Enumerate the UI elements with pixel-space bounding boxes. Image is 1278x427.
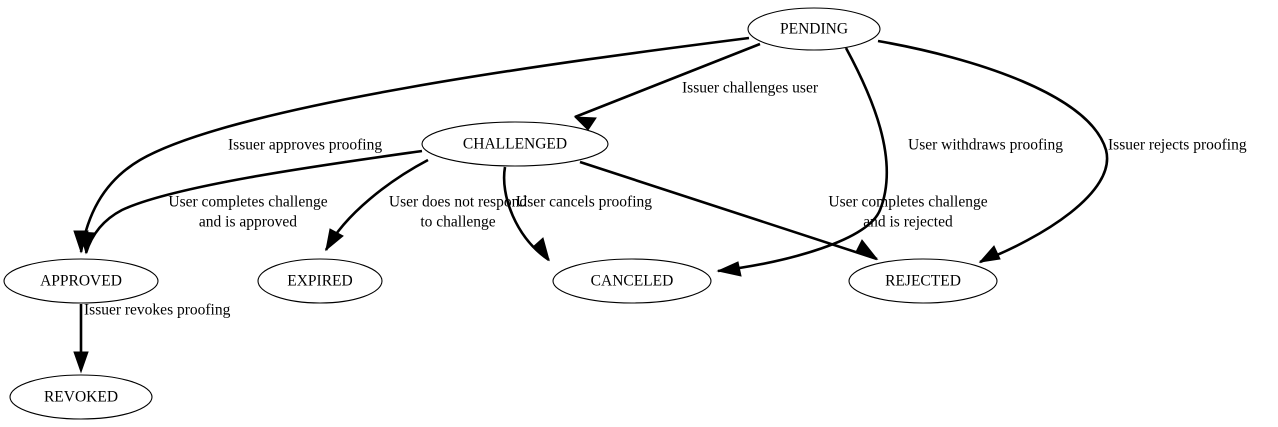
edge-challenged-canceled bbox=[502, 166, 550, 262]
node-canceled[interactable]: CANCELED bbox=[552, 258, 712, 304]
edge-challenged-approved bbox=[79, 149, 423, 255]
arrowhead-icon bbox=[79, 231, 95, 255]
edge-label-text: to challenge bbox=[420, 214, 495, 231]
edge-pending-approved bbox=[73, 36, 750, 254]
edge-pending-rejected bbox=[877, 39, 1109, 264]
edge-label-text: and is approved bbox=[199, 214, 297, 231]
edge-line-challenged-rejected bbox=[579, 160, 878, 261]
edge-label-text: User does not respond bbox=[389, 194, 527, 211]
node-ellipse-canceled[interactable] bbox=[552, 258, 712, 304]
edge-challenged-expired bbox=[324, 158, 429, 252]
edge-label-text: Issuer challenges user bbox=[682, 80, 819, 97]
edge-label-challenged-canceled: User cancels proofing bbox=[516, 194, 652, 211]
edge-label-challenged-approved: User completes challenge and is approved bbox=[168, 194, 327, 231]
node-pending[interactable]: PENDING bbox=[747, 7, 881, 51]
edges-layer bbox=[73, 36, 1109, 374]
edge-label-pending-canceled: User withdraws proofing bbox=[908, 137, 1063, 154]
edge-line-pending-rejected bbox=[877, 39, 1109, 264]
node-label-expired: EXPIRED bbox=[287, 273, 352, 290]
arrowhead-icon bbox=[978, 245, 1001, 263]
node-label-pending: PENDING bbox=[780, 21, 848, 38]
edge-challenged-rejected bbox=[579, 160, 879, 261]
edge-label-approved-revoked: Issuer revokes proofing bbox=[84, 302, 231, 319]
edge-label-pending-approved: Issuer approves proofing bbox=[228, 137, 382, 154]
arrowhead-icon bbox=[716, 261, 742, 277]
node-label-canceled: CANCELED bbox=[591, 273, 674, 290]
node-expired[interactable]: EXPIRED bbox=[257, 258, 383, 304]
nodes-layer: PENDING CHALLENGED APPROVED EXPIRED CANCELED… bbox=[3, 7, 998, 420]
node-label-challenged: CHALLENGED bbox=[463, 136, 567, 153]
node-approved[interactable]: APPROVED bbox=[3, 258, 159, 304]
node-label-approved: APPROVED bbox=[40, 273, 122, 290]
edge-label-text: and is rejected bbox=[863, 214, 953, 231]
edge-pending-challenged bbox=[573, 42, 761, 131]
arrowhead-icon bbox=[325, 228, 344, 252]
node-label-revoked: REVOKED bbox=[44, 389, 118, 406]
node-ellipse-expired[interactable] bbox=[257, 258, 383, 304]
node-ellipse-revoked[interactable] bbox=[9, 374, 153, 420]
arrowhead-icon bbox=[573, 116, 597, 131]
edge-label-text: Issuer approves proofing bbox=[228, 137, 382, 154]
edge-pending-canceled bbox=[716, 47, 889, 277]
edge-label-pending-rejected: Issuer rejects proofing bbox=[1108, 137, 1247, 154]
edge-line-pending-challenged bbox=[574, 42, 761, 119]
edge-label-text: User completes challenge bbox=[828, 194, 987, 211]
edge-label-text: Issuer rejects proofing bbox=[1108, 137, 1247, 154]
edge-label-pending-challenged: Issuer challenges user bbox=[682, 80, 819, 97]
edge-label-text: Issuer revokes proofing bbox=[84, 302, 231, 319]
arrowhead-icon bbox=[532, 237, 550, 262]
edge-label-challenged-rejected: User completes challenge and is rejected bbox=[828, 194, 987, 231]
edge-line-pending-approved bbox=[79, 36, 750, 253]
node-ellipse-approved[interactable] bbox=[3, 258, 159, 304]
node-revoked[interactable]: REVOKED bbox=[9, 374, 153, 420]
node-label-rejected: REJECTED bbox=[885, 273, 961, 290]
edge-label-text: User completes challenge bbox=[168, 194, 327, 211]
node-ellipse-rejected[interactable] bbox=[848, 258, 998, 304]
node-rejected[interactable]: REJECTED bbox=[848, 258, 998, 304]
edge-label-challenged-expired: User does not respond to challenge bbox=[389, 194, 527, 231]
node-ellipse-challenged[interactable] bbox=[421, 121, 609, 167]
edge-label-text: User withdraws proofing bbox=[908, 137, 1063, 154]
arrowhead-icon bbox=[73, 351, 89, 374]
edge-label-text: User cancels proofing bbox=[516, 194, 652, 211]
edge-line-pending-canceled bbox=[717, 47, 889, 273]
edge-approved-revoked bbox=[73, 304, 89, 374]
arrowhead-icon bbox=[855, 239, 879, 261]
node-challenged[interactable]: CHALLENGED bbox=[421, 121, 609, 167]
edge-line-challenged-approved bbox=[84, 149, 423, 254]
node-ellipse-pending[interactable] bbox=[747, 7, 881, 51]
